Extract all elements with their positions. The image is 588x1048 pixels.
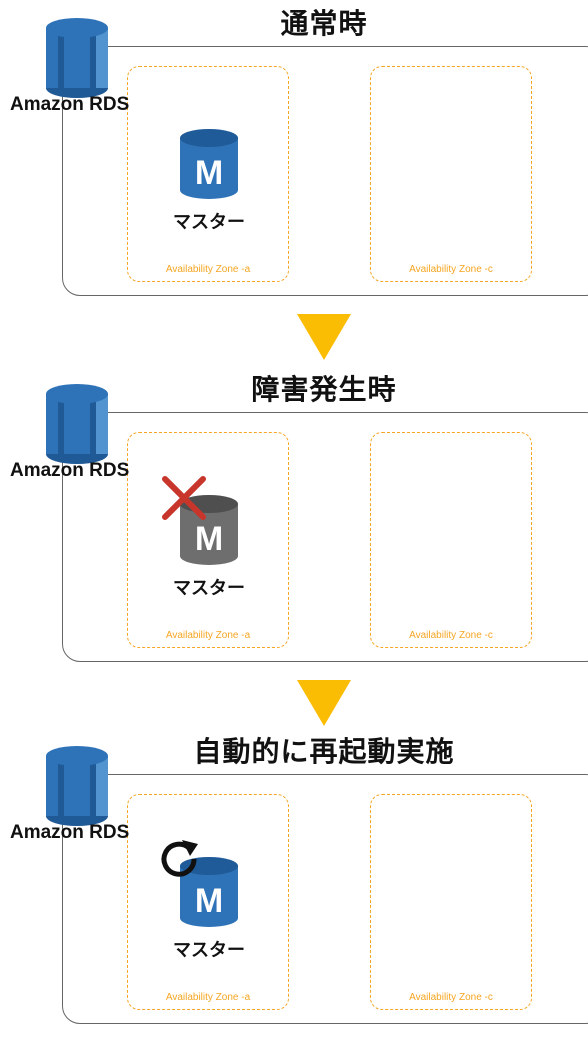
database-master-icon: M xyxy=(180,129,238,199)
zone-label: Availability Zone -a xyxy=(165,992,251,1003)
x-cross-icon xyxy=(162,476,206,520)
panel-title: 自動的に再起動実施 xyxy=(193,735,455,768)
availability-zone-c: Availability Zone -c xyxy=(370,794,532,1010)
amazon-rds-icon xyxy=(46,746,108,826)
db-label: マスター xyxy=(173,212,245,233)
db-letter: M xyxy=(195,520,223,558)
db-label: マスター xyxy=(173,578,245,599)
service-label: Amazon RDS xyxy=(10,822,130,843)
availability-zone-a: Availability Zone -a xyxy=(127,66,289,282)
availability-zone-a: Availability Zone -a xyxy=(127,794,289,1010)
zone-label: Availability Zone -a xyxy=(165,264,251,275)
service-label: Amazon RDS xyxy=(10,94,130,115)
zone-label: Availability Zone -c xyxy=(409,630,493,641)
zone-label: Availability Zone -c xyxy=(409,264,493,275)
db-letter: M xyxy=(195,154,223,192)
zone-label: Availability Zone -c xyxy=(409,992,493,1003)
panel-title: 障害発生時 xyxy=(251,373,397,406)
panel-normal: 通常時 Availability Zone -a Availability Zo… xyxy=(0,0,588,320)
panel-title: 通常時 xyxy=(280,7,368,40)
region-frame xyxy=(62,774,588,1024)
db-letter: M xyxy=(195,882,223,920)
availability-zone-a: Availability Zone -a xyxy=(127,432,289,648)
down-arrow-icon xyxy=(297,314,351,360)
db-label: マスター xyxy=(173,940,245,961)
amazon-rds-icon xyxy=(46,384,108,464)
zone-label: Availability Zone -a xyxy=(165,630,251,641)
panel-restart: 自動的に再起動実施 Availability Zone -a Availabil… xyxy=(0,728,588,1048)
restart-arrow-icon xyxy=(161,840,198,877)
amazon-rds-icon xyxy=(46,18,108,98)
availability-zone-c: Availability Zone -c xyxy=(370,66,532,282)
region-frame xyxy=(62,46,588,296)
down-arrow-icon xyxy=(297,680,351,726)
availability-zone-c: Availability Zone -c xyxy=(370,432,532,648)
service-label: Amazon RDS xyxy=(10,460,130,481)
region-frame xyxy=(62,412,588,662)
panel-failure: 障害発生時 Availability Zone -a Availability … xyxy=(0,366,588,686)
